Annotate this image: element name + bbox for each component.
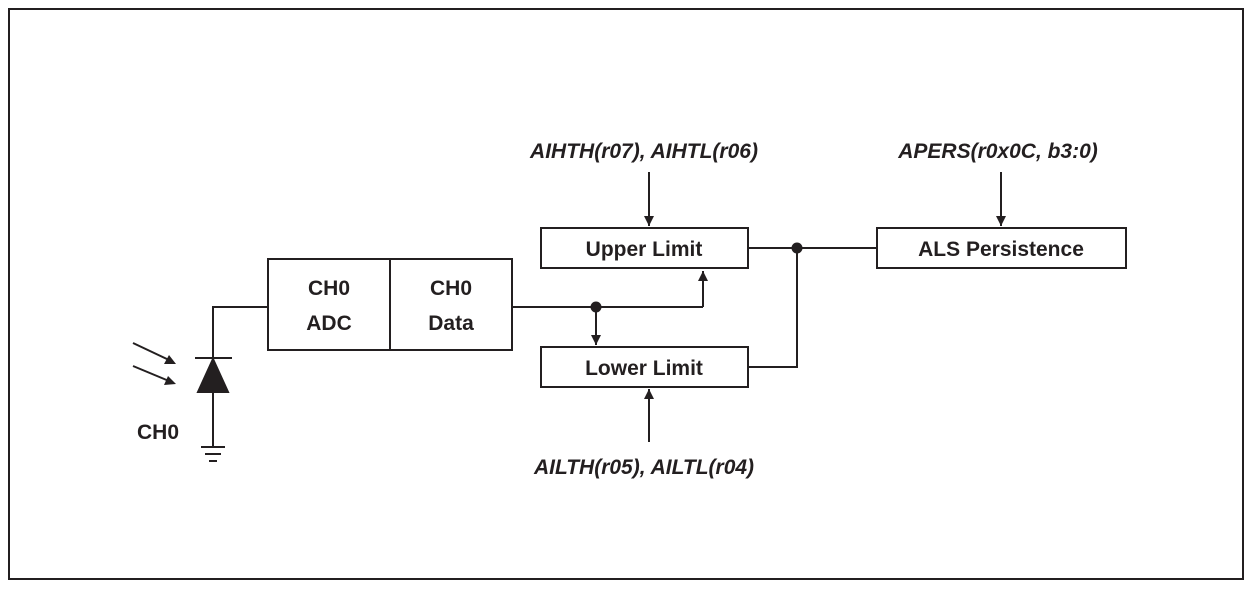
- upper-register-label: AIHTH(r07), AIHTL(r06): [529, 140, 758, 163]
- data-split-node: [590, 301, 602, 313]
- als-persistence-box: [876, 227, 1127, 269]
- ch0-adc-box: [267, 258, 391, 351]
- limit-join-node: [791, 242, 803, 254]
- light-rays-icon: [132, 342, 176, 385]
- upper-limit-label: Upper Limit: [586, 238, 703, 261]
- ch0-adc-label-line2: ADC: [306, 312, 352, 335]
- ch0-data-box: [389, 258, 513, 351]
- lower-limit-box: [540, 346, 749, 388]
- upper-limit-box: [540, 227, 749, 269]
- limit-output-path: [748, 247, 877, 368]
- figure-border: [8, 8, 1244, 580]
- ch0-data-label-line1: CH0: [430, 277, 472, 300]
- photodiode-icon: [195, 306, 268, 462]
- ch0-block: CH0 ADC CH0 Data: [267, 258, 513, 351]
- lower-limit-label: Lower Limit: [585, 357, 703, 380]
- ch0-data-label-line2: Data: [428, 312, 474, 335]
- ch0-adc-label-line1: CH0: [308, 277, 350, 300]
- lower-register-label: AILTH(r05), AILTL(r04): [533, 456, 754, 479]
- persistence-register-label: APERS(r0x0C, b3:0): [897, 140, 1098, 163]
- data-path: [512, 271, 708, 345]
- photodiode-label: CH0: [137, 421, 179, 444]
- als-persistence-label: ALS Persistence: [918, 238, 1084, 261]
